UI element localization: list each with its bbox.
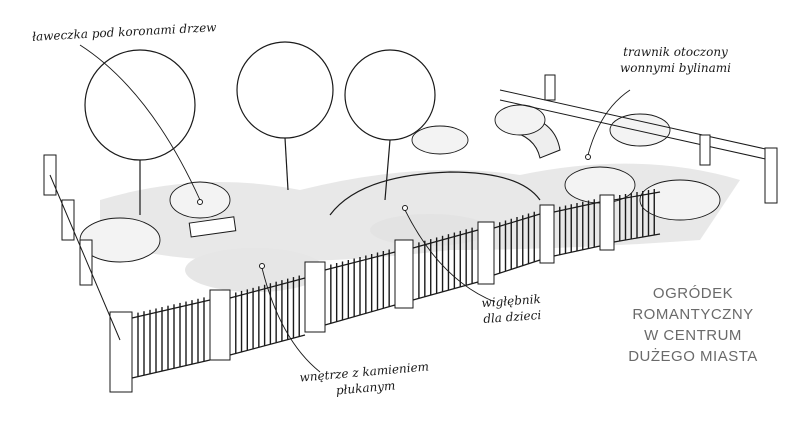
title-line2: ROMANTYCZNY xyxy=(632,306,754,323)
callout-lawn: trawnik otoczony wonnymi bylinami xyxy=(620,44,731,76)
leader-lines xyxy=(79,44,631,373)
front-fence xyxy=(209,194,615,361)
leader-dots xyxy=(197,154,591,269)
tree-canopies xyxy=(84,41,436,215)
left-fence xyxy=(43,154,133,393)
fence-pickets xyxy=(137,189,655,377)
bench xyxy=(188,216,237,238)
page-title: OGRÓDEK ROMANTYCZNY W CENTRUM DUŻEGO MIA… xyxy=(618,283,768,367)
title-line3: W CENTRUM xyxy=(644,327,742,344)
title-line1: OGRÓDEK xyxy=(652,285,734,302)
back-fence xyxy=(499,74,778,204)
shrubs xyxy=(79,104,721,263)
callout-lawn-line1: trawnik otoczony xyxy=(623,45,728,59)
callout-lawn-line2: wonnymi bylinami xyxy=(620,61,731,75)
callout-kids-area: wigłębnik dla dzieci xyxy=(481,291,542,327)
title-line4: DUŻEGO MIASTA xyxy=(628,348,758,365)
lawn-edge xyxy=(329,171,541,216)
fence-rails xyxy=(131,191,661,379)
